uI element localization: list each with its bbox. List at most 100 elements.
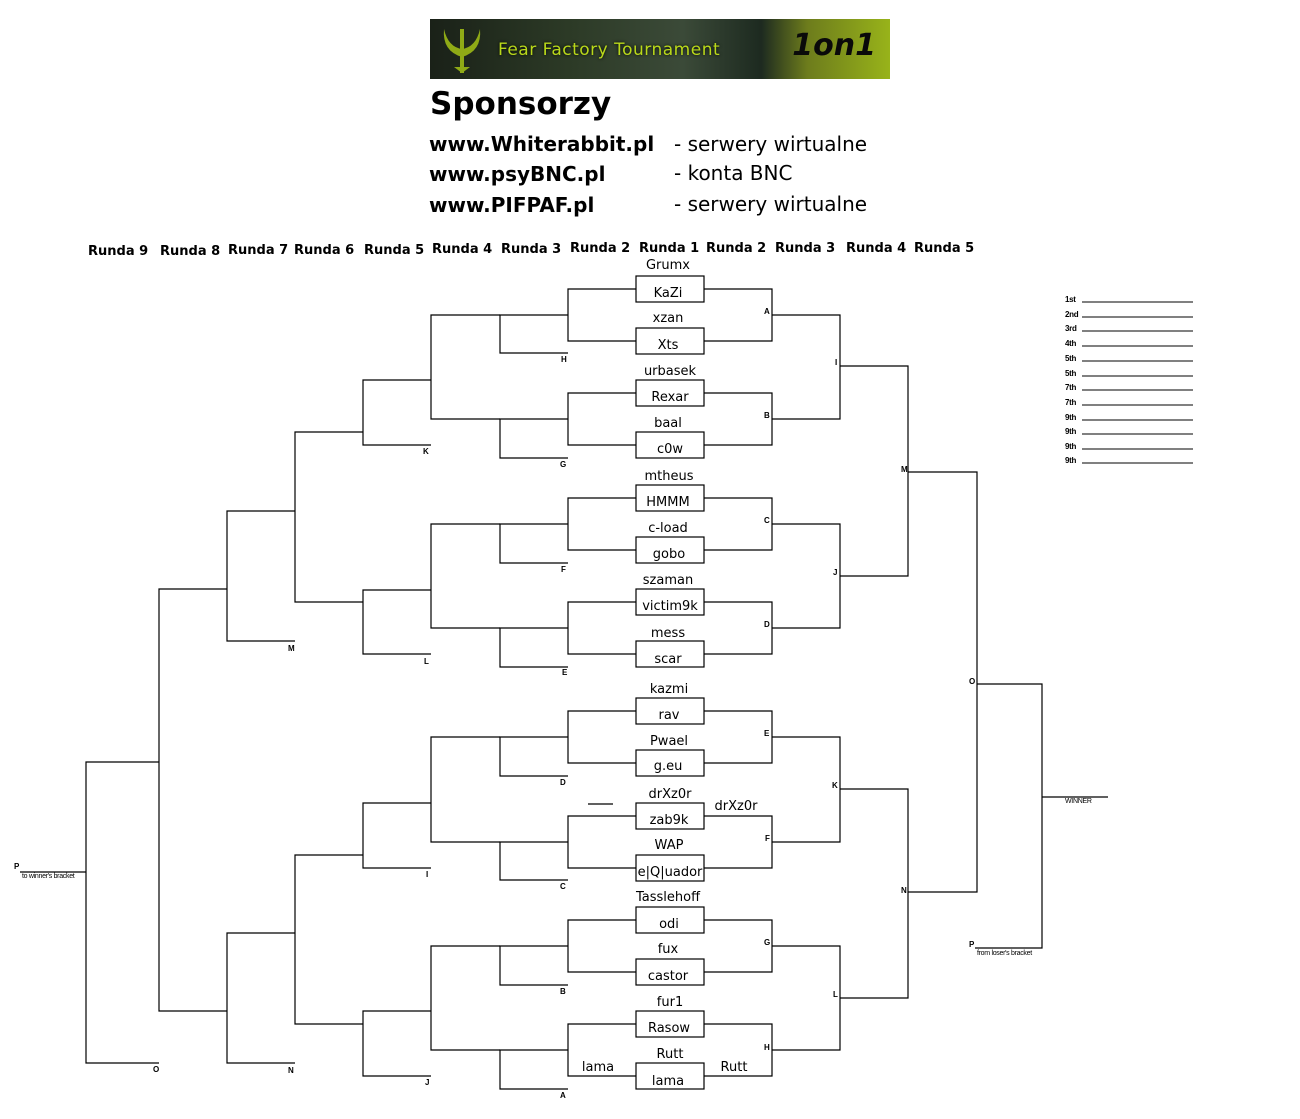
round-header: Runda 3 <box>501 242 562 257</box>
player-name: mess <box>650 626 686 641</box>
match-label: E <box>764 729 770 738</box>
sponsor-url[interactable]: www.psyBNC.pl <box>429 162 606 186</box>
sponsor-desc: - serwery wirtualne <box>674 132 868 156</box>
match-label: L <box>424 657 429 666</box>
match-label: J <box>833 568 838 577</box>
match-label: I <box>835 358 838 367</box>
placing-label: 5th <box>1065 354 1077 363</box>
sponsor-desc: - serwery wirtualne <box>674 192 868 216</box>
match-label: M <box>901 465 908 474</box>
round-header: Runda 4 <box>846 241 907 256</box>
sponsors-title: Sponsorzy <box>430 86 612 122</box>
match-label: N <box>901 886 907 895</box>
placing-label: 9th <box>1065 442 1077 451</box>
player-name: scar <box>654 652 682 667</box>
player-name: g.eu <box>653 759 683 774</box>
player-name: fux <box>657 942 679 957</box>
match-label: K <box>423 447 429 456</box>
match-label: K <box>832 781 838 790</box>
placing-label: 9th <box>1065 413 1077 422</box>
banner-tag: 1on1 <box>792 28 876 63</box>
player-name: odi <box>659 917 679 932</box>
player-name: drXz0r <box>648 787 692 802</box>
match-label: I <box>426 870 429 879</box>
match-label: G <box>764 938 771 947</box>
from-losers-note: from loser's bracket <box>977 950 1032 957</box>
match-label: H <box>561 355 567 364</box>
placing-label: 1st <box>1065 295 1076 304</box>
round-header: Runda 5 <box>914 241 975 256</box>
placing-label: 7th <box>1065 383 1077 392</box>
match-label: B <box>764 411 770 420</box>
round-header: Runda 6 <box>294 243 355 258</box>
player-name: c0w <box>656 442 684 457</box>
player-name: urbasek <box>643 364 697 379</box>
player-name: fur1 <box>656 995 684 1010</box>
sponsor-url[interactable]: www.PIFPAF.pl <box>429 193 595 217</box>
player-name: gobo <box>652 547 686 562</box>
placing-label: 3rd <box>1065 324 1077 333</box>
advanced-player: drXz0r <box>714 799 758 814</box>
player-name: Pwael <box>649 734 689 749</box>
match-label: O <box>969 677 976 686</box>
player-name: c-load <box>648 521 688 536</box>
placing-label: 9th <box>1065 456 1077 465</box>
match-label: C <box>560 882 566 891</box>
player-name: Xts <box>657 338 679 353</box>
winner-label: WINNER <box>1065 798 1092 805</box>
player-name: zab9k <box>649 813 689 828</box>
player-name: xzan <box>652 311 684 326</box>
losers-bracket-lines <box>20 288 636 1090</box>
winners-bracket-lines <box>635 275 1108 1090</box>
match-label: E <box>562 668 568 677</box>
player-name: castor <box>647 969 689 984</box>
player-name: Rutt <box>656 1047 684 1062</box>
player-name: WAP <box>654 838 684 853</box>
quake-emblem-icon <box>443 29 481 73</box>
player-name: Grumx <box>645 258 690 273</box>
player-name: szaman <box>642 573 694 588</box>
placing-label: 2nd <box>1065 310 1079 319</box>
match-label: B <box>560 987 566 996</box>
match-label: N <box>288 1066 294 1075</box>
placing-lines <box>1082 301 1193 464</box>
match-label: P <box>14 862 20 871</box>
placing-label: 7th <box>1065 398 1077 407</box>
banner-title: Fear Factory Tournament <box>498 40 721 60</box>
advanced-player: Rutt <box>720 1060 748 1075</box>
player-name: Rasow <box>647 1021 691 1036</box>
round-header: Runda 8 <box>160 244 221 259</box>
placing-label: 5th <box>1065 369 1077 378</box>
to-winners-note: to winner's bracket <box>22 873 75 880</box>
placing-label: 9th <box>1065 427 1077 436</box>
round-header: Runda 9 <box>88 244 149 259</box>
round-header: Runda 3 <box>775 241 836 256</box>
player-name: victim9k <box>642 599 698 614</box>
match-label: O <box>153 1065 160 1074</box>
round-header: Runda 2 <box>706 241 767 256</box>
player-name: Tasslehoff <box>635 890 701 905</box>
match-label: H <box>764 1043 770 1052</box>
match-label: F <box>561 565 566 574</box>
round-header: Runda 4 <box>432 242 493 257</box>
match-label: P <box>969 940 975 949</box>
player-name: e|Q|uador <box>637 865 703 880</box>
placing-label: 4th <box>1065 339 1077 348</box>
match-label: G <box>560 460 567 469</box>
match-label: M <box>288 644 295 653</box>
sponsor-desc: - konta BNC <box>674 161 793 185</box>
player-name: kazmi <box>649 682 689 697</box>
player-name: rav <box>658 708 680 723</box>
player-name: Rexar <box>651 390 689 405</box>
match-label: L <box>833 990 838 999</box>
match-label: D <box>764 620 770 629</box>
round-header: Runda 7 <box>228 243 289 258</box>
match-label: F <box>765 834 770 843</box>
player-name: mtheus <box>644 469 694 484</box>
match-label: C <box>764 516 770 525</box>
dropped-player: lama <box>581 1060 615 1075</box>
tournament-banner: Fear Factory Tournament 1on1 <box>430 19 890 79</box>
player-name: lama <box>651 1074 685 1089</box>
sponsor-url[interactable]: www.Whiterabbit.pl <box>429 132 655 156</box>
